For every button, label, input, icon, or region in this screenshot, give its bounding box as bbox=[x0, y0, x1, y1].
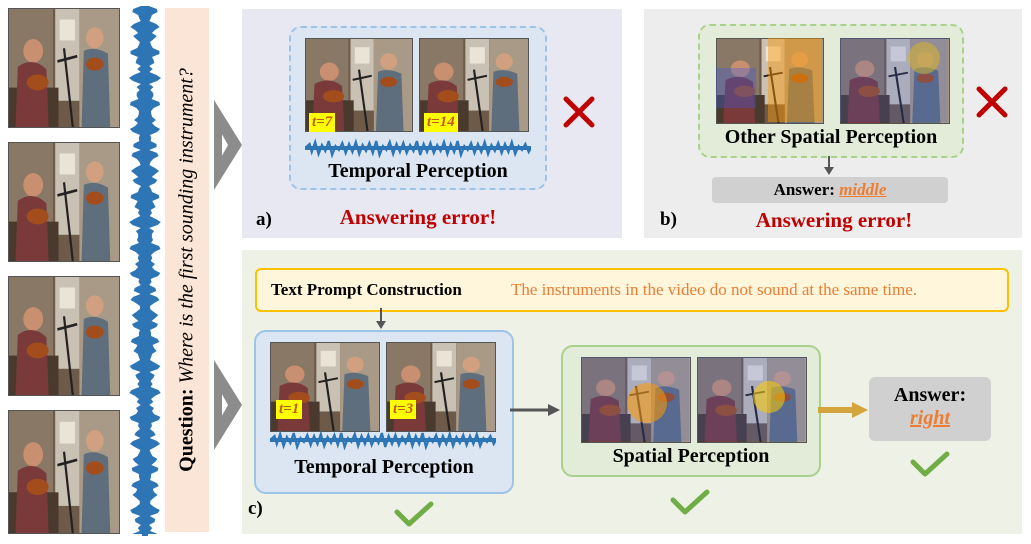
answer-label-b: Answer: bbox=[773, 180, 835, 199]
panel-a: t=7 t=14 Temporal Perception a) Answerin… bbox=[242, 9, 622, 238]
arrow-icon bbox=[510, 404, 560, 416]
answer-value-c: right bbox=[909, 407, 951, 429]
arrow-icon bbox=[214, 100, 242, 190]
panel-b: Other Spatial Perception Answer: middle … bbox=[644, 9, 1022, 238]
answer-label-c: Answer: bbox=[893, 384, 967, 406]
answer-value-b: middle bbox=[839, 180, 887, 199]
frame-c3 bbox=[581, 357, 691, 443]
frame-a2 bbox=[419, 38, 529, 132]
audio-waveform-a bbox=[305, 139, 531, 157]
temporal-box-a: t=7 t=14 Temporal Perception bbox=[289, 26, 547, 190]
video-frame-4 bbox=[8, 410, 120, 534]
panel-c-tag: c) bbox=[248, 498, 263, 519]
panel-c: Text Prompt Construction The instruments… bbox=[242, 250, 1022, 534]
audio-waveform-c bbox=[270, 431, 496, 449]
answer-box-c: Answer: right bbox=[869, 377, 991, 441]
video-frame-3 bbox=[8, 276, 120, 396]
answer-box-b: Answer: middle bbox=[712, 177, 948, 203]
question-body: Where is the first sounding instrument? bbox=[175, 68, 198, 384]
spatial-title-c: Spatial Perception bbox=[612, 445, 770, 467]
frame-c1 bbox=[270, 342, 380, 432]
check-icon bbox=[910, 451, 950, 477]
heatmap-b1 bbox=[716, 38, 822, 122]
spatial-box-b: Other Spatial Perception bbox=[698, 24, 964, 158]
cross-icon bbox=[976, 86, 1008, 118]
panel-a-error: Answering error! bbox=[339, 205, 497, 229]
time-label-c2: t=3 bbox=[390, 400, 417, 419]
cross-icon bbox=[563, 96, 595, 128]
audio-waveform-vertical bbox=[129, 6, 161, 536]
video-frame-1 bbox=[8, 8, 120, 128]
panel-a-tag: a) bbox=[256, 209, 272, 230]
question-label: Question: bbox=[175, 388, 198, 472]
time-label-a2: t=14 bbox=[424, 113, 458, 132]
arrow-icon bbox=[824, 156, 834, 175]
question-text-rotated: Question: Where is the first sounding in… bbox=[176, 10, 199, 530]
frame-a1 bbox=[305, 38, 413, 132]
panel-b-error: Answering error! bbox=[755, 208, 913, 232]
time-label-c1: t=1 bbox=[276, 400, 303, 419]
arrow-icon bbox=[376, 308, 386, 329]
arrow-icon bbox=[818, 402, 868, 418]
question-panel: Question: Where is the first sounding in… bbox=[165, 8, 209, 532]
temporal-box-c: t=1 t=3 Temporal Perception bbox=[254, 330, 514, 494]
check-icon bbox=[670, 489, 710, 515]
heatmap-c4 bbox=[697, 357, 805, 441]
arrow-icon bbox=[214, 360, 242, 450]
frame-b2 bbox=[840, 38, 950, 124]
time-label-a1: t=7 bbox=[309, 113, 336, 132]
text-prompt-title: Text Prompt Construction bbox=[271, 280, 462, 299]
temporal-title-a: Temporal Perception bbox=[328, 160, 508, 182]
text-prompt-content: The instruments in the video do not soun… bbox=[511, 280, 918, 299]
temporal-title-c: Temporal Perception bbox=[294, 456, 474, 478]
frame-c4 bbox=[697, 357, 807, 443]
check-icon bbox=[394, 501, 434, 527]
frame-b1 bbox=[716, 38, 824, 124]
spatial-box-c: Spatial Perception bbox=[561, 345, 821, 477]
panel-b-tag: b) bbox=[660, 209, 677, 230]
frame-c2 bbox=[386, 342, 496, 432]
video-frame-2 bbox=[8, 142, 120, 262]
text-prompt-box: Text Prompt Construction The instruments… bbox=[255, 268, 1009, 312]
heatmap-c3 bbox=[581, 357, 689, 441]
heatmap-b2 bbox=[840, 38, 948, 122]
spatial-title-b: Other Spatial Perception bbox=[724, 126, 938, 148]
